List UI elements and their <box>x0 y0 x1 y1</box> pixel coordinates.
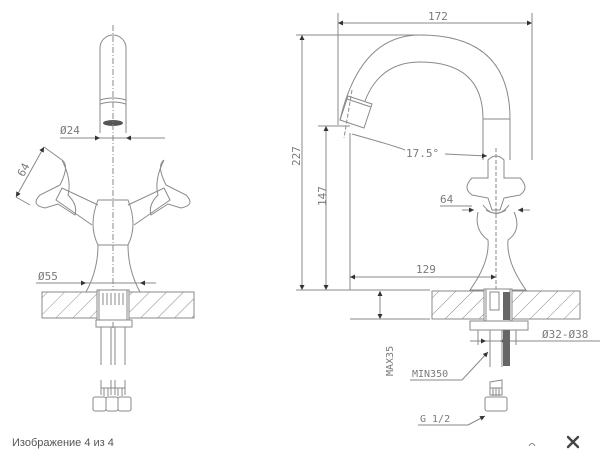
dim-handle-side: 64 <box>440 193 454 206</box>
side-view: 172 227 147 17.5° 64 129 <box>290 10 600 426</box>
dim-hole: Ø32-Ø38 <box>542 328 588 341</box>
dim-hose-length: MIN350 <box>412 369 448 380</box>
dim-angle: 17.5° <box>406 147 439 160</box>
front-view: Ø24 64 Ø55 <box>15 25 195 412</box>
dim-base-diameter: Ø55 <box>38 270 58 283</box>
dim-height-total: 227 <box>290 146 303 166</box>
dim-spout-height: 147 <box>316 186 329 206</box>
dim-max-thickness: MAX35 <box>385 346 396 376</box>
close-icon[interactable] <box>566 435 580 449</box>
faucet-technical-drawing: Ø24 64 Ø55 <box>15 10 600 426</box>
image-counter-caption: Изображение 4 из 4 <box>12 437 114 449</box>
dim-reach: 172 <box>428 10 448 23</box>
dim-thread: G 1/2 <box>420 414 450 425</box>
dim-spout-offset: 129 <box>416 263 436 276</box>
dim-handle-front: 64 <box>15 161 33 179</box>
fullscreen-icon[interactable] <box>528 441 536 447</box>
dim-spout-diameter: Ø24 <box>60 124 80 137</box>
